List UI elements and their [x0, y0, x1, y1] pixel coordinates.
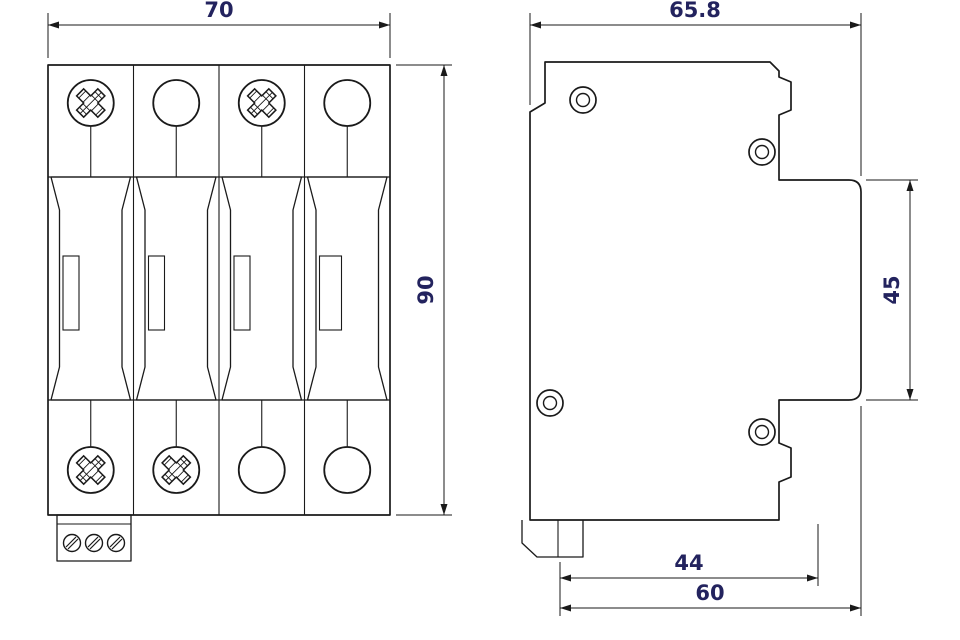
bottom-terminal-4	[323, 446, 372, 494]
plug-module-3	[221, 176, 303, 401]
dimensions: 70 90 65.8 45	[47, 0, 918, 616]
dim-label-70: 70	[204, 0, 233, 22]
bottom-terminal-3	[237, 446, 286, 494]
dim-label-60: 60	[695, 581, 724, 605]
module-window-3	[233, 255, 251, 331]
top-terminal-screw-3	[237, 79, 286, 127]
module-window-1	[62, 255, 80, 331]
side-view	[521, 61, 862, 558]
side-body-outline	[529, 61, 862, 521]
module-window-4	[318, 255, 343, 331]
dim-side-depth: 65.8	[529, 0, 862, 176]
plug-module-4	[306, 176, 388, 401]
signal-terminal-block	[56, 514, 132, 562]
top-terminal-2	[152, 79, 201, 127]
top-terminal-screw-1	[66, 79, 115, 127]
plug-module-1	[50, 176, 132, 401]
module-window-2	[147, 255, 166, 331]
dim-label-90: 90	[414, 275, 438, 304]
dim-front-width: 70	[47, 0, 391, 58]
dim-base-depth: 60	[560, 406, 862, 616]
side-screw-top-right	[748, 138, 776, 166]
bottom-terminal-screw-2	[152, 446, 201, 494]
dim-label-65-8: 65.8	[669, 0, 721, 22]
dim-label-44: 44	[674, 551, 703, 575]
din-rail-clip	[521, 520, 584, 558]
top-terminal-4	[323, 79, 372, 127]
side-screw-bottom-left	[536, 389, 564, 417]
plug-module-2	[135, 176, 217, 401]
bottom-terminal-screw-1	[66, 446, 115, 494]
front-view	[47, 64, 391, 562]
dim-front-height: 90	[396, 64, 452, 516]
side-screw-top-left	[569, 86, 597, 114]
dim-front-face-height: 45	[866, 179, 918, 401]
side-screw-bottom-right	[748, 418, 776, 446]
dim-label-45: 45	[880, 275, 904, 304]
dim-rail-to-front: 44	[559, 524, 819, 616]
